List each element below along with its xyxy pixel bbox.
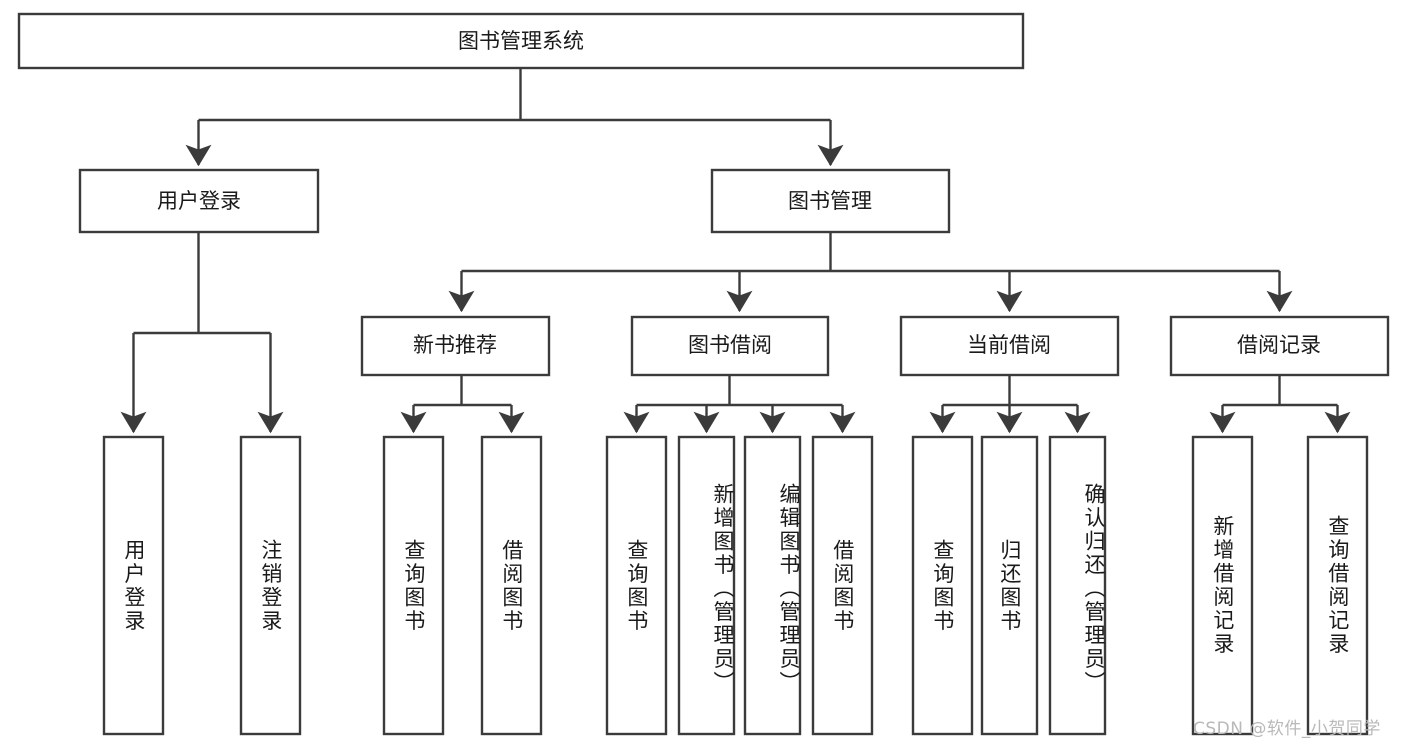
node-current-borrow-label: 当前借阅 (967, 333, 1051, 357)
node-book-management-box[interactable] (710, 168, 951, 234)
node-root-box[interactable] (17, 12, 1025, 70)
node-leaf-borrow-book-2-box[interactable] (811, 435, 874, 736)
connector-group-user-login (120, 232, 284, 434)
node-book-management[interactable]: 图书管理 (710, 168, 951, 234)
node-user-login-box[interactable] (78, 168, 320, 234)
csdn-watermark: CSDN @软件_小贺同学 (1193, 719, 1381, 739)
node-borrow-record-label: 借阅记录 (1237, 333, 1321, 357)
node-leaf-user-login-box[interactable] (102, 435, 165, 736)
node-leaf-query-book-1-box[interactable] (382, 435, 445, 736)
node-borrow-record[interactable]: 借阅记录 (1169, 315, 1390, 377)
node-book-borrow-box[interactable] (630, 315, 830, 377)
connector-group-book-management (448, 232, 1293, 313)
node-new-book-recommend-box[interactable] (360, 315, 551, 377)
node-leaf-edit-book-box[interactable] (743, 435, 802, 736)
node-book-borrow[interactable]: 图书借阅 (630, 315, 830, 377)
node-current-borrow-box[interactable] (899, 315, 1120, 377)
connector-group-root (185, 68, 844, 167)
node-user-login[interactable]: 用户登录 (78, 168, 320, 234)
node-new-book-recommend[interactable]: 新书推荐 (360, 315, 551, 377)
connector-group-book-borrow (623, 375, 856, 434)
node-book-management-label: 图书管理 (788, 189, 872, 213)
node-leaf-query-book-2-box[interactable] (605, 435, 668, 736)
node-root[interactable]: 图书管理系统 (17, 12, 1025, 70)
node-user-login-label: 用户登录 (157, 189, 241, 213)
node-book-borrow-label: 图书借阅 (688, 333, 772, 357)
node-borrow-record-box[interactable] (1169, 315, 1390, 377)
node-leaf-return-book-box[interactable] (980, 435, 1039, 736)
node-leaf-borrow-book-1-box[interactable] (480, 435, 543, 736)
node-leaf-add-record-box[interactable] (1191, 435, 1254, 736)
node-leaf-add-book-box[interactable] (677, 435, 736, 736)
connector-group-new-book-recommend (400, 375, 525, 434)
connector-group-current-borrow (929, 375, 1091, 434)
connector-group-borrow-record (1209, 375, 1351, 434)
node-current-borrow[interactable]: 当前借阅 (899, 315, 1120, 377)
node-new-book-recommend-label: 新书推荐 (413, 333, 497, 357)
node-root-label: 图书管理系统 (458, 29, 584, 53)
node-leaf-confirm-return-box[interactable] (1048, 435, 1107, 736)
node-leaf-query-book-3-box[interactable] (911, 435, 974, 736)
node-leaf-user-logout-box[interactable] (239, 435, 302, 736)
node-leaf-query-record-box[interactable] (1306, 435, 1369, 736)
